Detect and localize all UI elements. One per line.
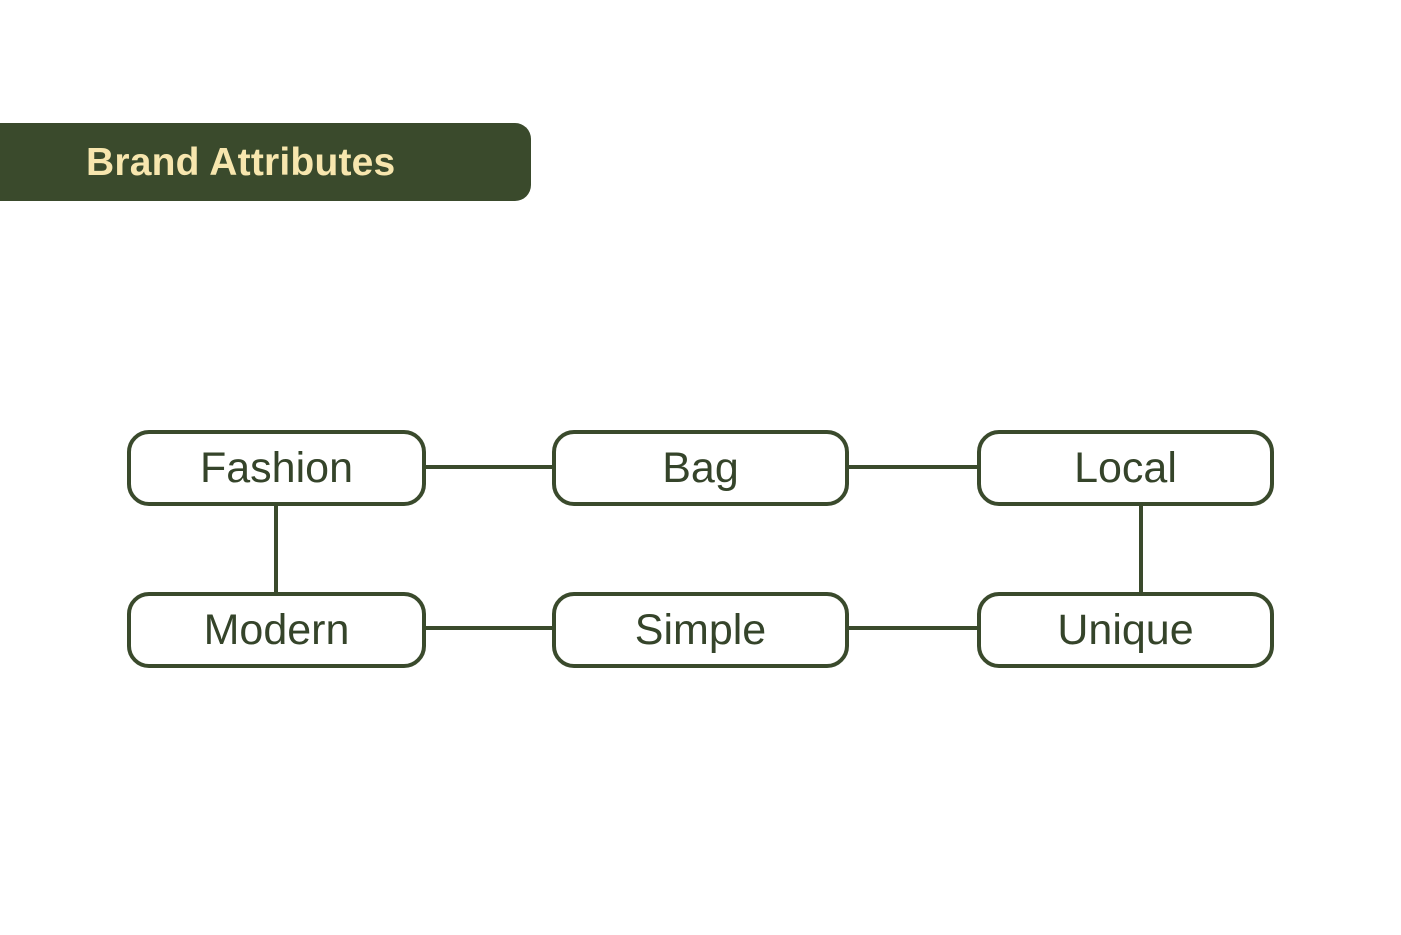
node-label-unique: Unique — [1057, 605, 1194, 654]
connector-simple-unique — [845, 626, 980, 630]
page-title: Brand Attributes — [86, 140, 396, 184]
node-label-simple: Simple — [634, 605, 767, 654]
node-label-modern: Modern — [203, 605, 350, 654]
node-modern[interactable]: Modern — [127, 592, 426, 668]
connector-local-unique — [1139, 502, 1143, 595]
node-label-local: Local — [1074, 443, 1177, 492]
node-local[interactable]: Local — [977, 430, 1274, 506]
node-simple[interactable]: Simple — [552, 592, 849, 668]
connector-fashion-modern — [274, 502, 278, 595]
node-fashion[interactable]: Fashion — [127, 430, 426, 506]
section-title-badge: Brand Attributes — [0, 123, 531, 201]
node-label-fashion: Fashion — [200, 443, 353, 492]
connector-fashion-bag — [422, 465, 556, 469]
node-label-bag: Bag — [662, 443, 739, 492]
connector-modern-simple — [422, 626, 556, 630]
node-unique[interactable]: Unique — [977, 592, 1274, 668]
connector-bag-local — [845, 465, 980, 469]
node-bag[interactable]: Bag — [552, 430, 849, 506]
